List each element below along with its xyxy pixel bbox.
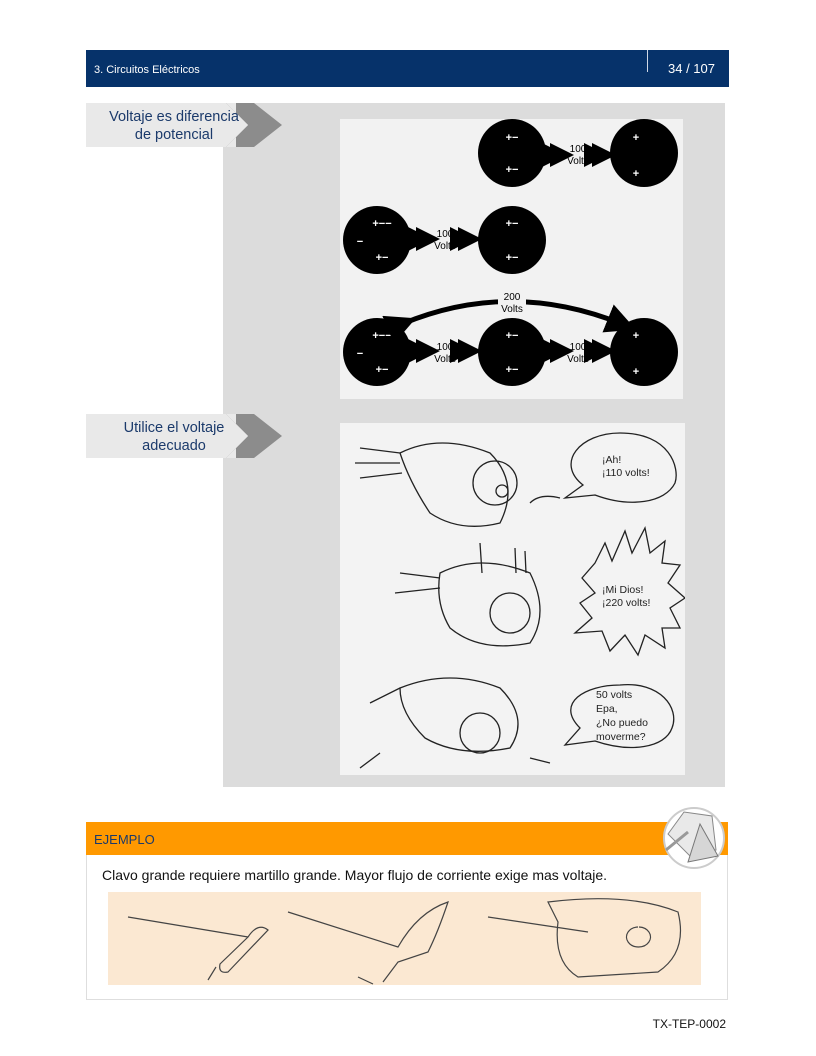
svg-text:+−: +− (506, 164, 519, 176)
example-header: EJEMPLO (86, 822, 728, 855)
voltage-label: Volts (434, 354, 456, 365)
charge-circle (478, 119, 546, 187)
voltage-label: Volts (567, 354, 589, 365)
bubble-text: moverme? (596, 731, 646, 743)
motor-figure-110v (355, 442, 561, 527)
voltage-label: Volts (567, 156, 589, 167)
bubble-text: ¡220 volts! (602, 597, 650, 609)
chevron-icon (226, 414, 282, 458)
svg-text:+−−: +−− (372, 218, 391, 230)
speech-bubble (563, 684, 675, 749)
bubble-text: ¡Ah! (602, 454, 621, 466)
voltage-label: Volts (434, 241, 456, 252)
topic-tag-voltage-difference: Voltaje es diferencia de potencial (86, 103, 282, 147)
svg-text:+−: +− (506, 132, 519, 144)
bubble-text: Epa, (596, 703, 618, 715)
example-text: Clavo grande requiere martillo grande. M… (102, 867, 608, 883)
voltage-label: Volts (501, 304, 523, 315)
bubble-text: ¿No puedo (596, 717, 648, 729)
topic-tag-proper-voltage: Utilice el voltaje adecuado (86, 414, 282, 458)
motor-cartoon-illustration: ¡Ah! ¡110 volts! ¡Mi Dios! ¡220 volts! 5… (340, 423, 687, 775)
header-divider (647, 50, 648, 72)
svg-text:−: − (357, 236, 363, 248)
voltage-label: 100 (570, 144, 587, 155)
motor-figure-220v (394, 542, 541, 647)
motor-figure-50v (359, 677, 551, 769)
svg-text:+−: +− (376, 364, 389, 376)
svg-text:+−: +− (506, 252, 519, 264)
charge-circle (610, 318, 678, 386)
example-title: EJEMPLO (94, 832, 155, 847)
svg-text:+: + (633, 132, 639, 144)
document-code: TX-TEP-0002 (652, 1017, 726, 1031)
bubble-text: 50 volts (596, 689, 632, 701)
voltage-label: 100 (437, 229, 454, 240)
pyramid-icon (660, 806, 730, 875)
example-box (86, 855, 728, 1000)
svg-text:−: − (357, 348, 363, 360)
tag-line: de potencial (134, 127, 214, 143)
section-title: 3. Circuitos Eléctricos (94, 64, 200, 76)
hammer-nail-illustration (108, 892, 701, 985)
exclamation-bubble (573, 526, 687, 657)
svg-text:+−−: +−− (372, 330, 391, 342)
voltage-label: 100 (437, 342, 454, 353)
bubble-text: ¡Mi Dios! (602, 584, 643, 596)
svg-text:+−: +− (376, 252, 389, 264)
svg-text:+: + (633, 168, 639, 180)
tag-line: Voltaje es diferencia (109, 109, 239, 125)
page-header: 3. Circuitos Eléctricos 34 / 107 (86, 50, 729, 87)
svg-text:+−: +− (506, 330, 519, 342)
bubble-text: ¡110 volts! (602, 467, 650, 479)
chevron-icon (226, 103, 282, 147)
svg-text:+−: +− (506, 218, 519, 230)
svg-text:+: + (633, 330, 639, 342)
charge-circle (478, 206, 546, 274)
tag-line: adecuado (142, 438, 206, 454)
tag-line: Utilice el voltaje (123, 420, 225, 436)
charge-circle (343, 206, 411, 274)
voltage-label: 100 (570, 342, 587, 353)
page-number: 34 / 107 (668, 61, 715, 76)
svg-text:+−: +− (506, 364, 519, 376)
svg-text:+: + (633, 366, 639, 378)
voltage-label: 200 (504, 292, 521, 303)
charge-circle (610, 119, 678, 187)
speech-bubble (562, 432, 677, 503)
